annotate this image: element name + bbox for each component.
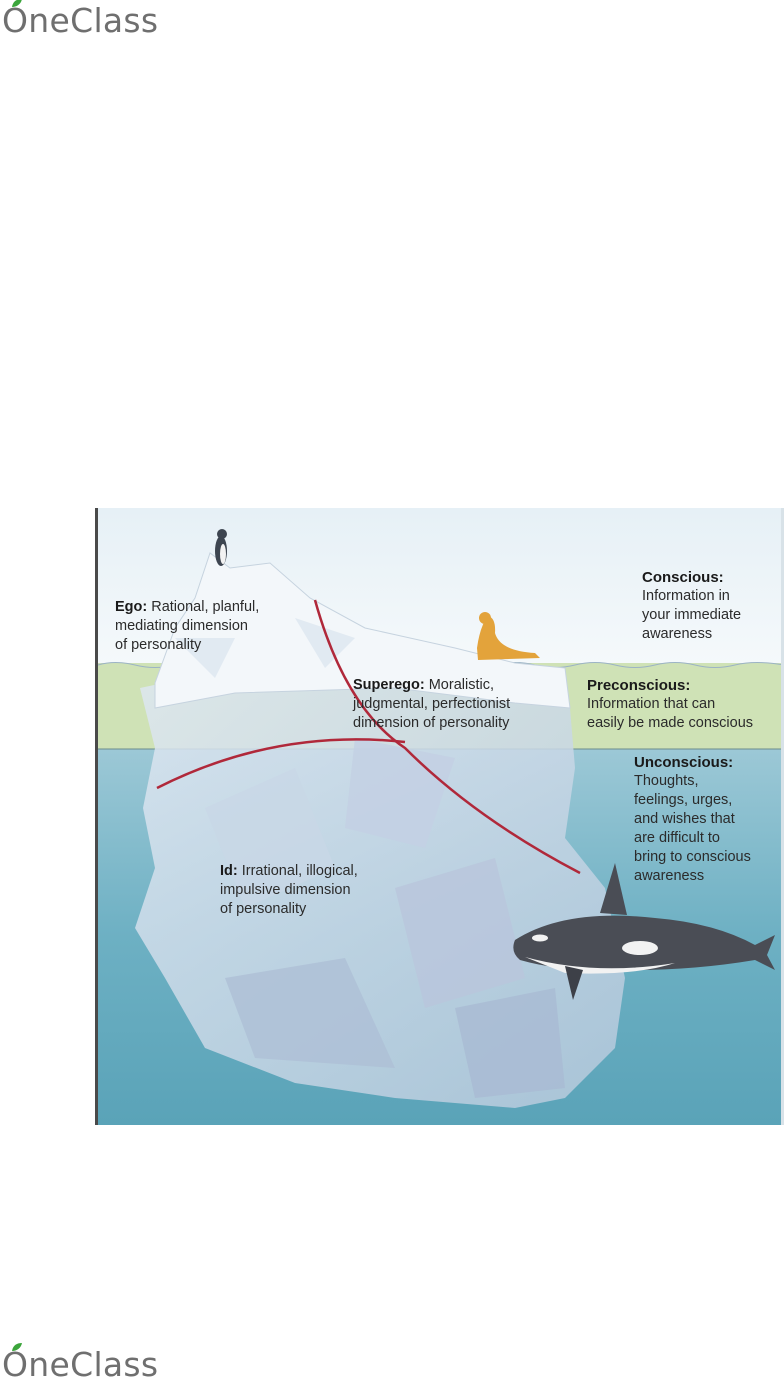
- conscious-description: Information in your immediate awareness: [642, 588, 742, 642]
- leaf-icon: [12, 1343, 22, 1351]
- logo-letter-o: O: [2, 1345, 29, 1384]
- conscious-label: Conscious: Information in your immediate…: [642, 568, 741, 644]
- superego-description: Moralistic, judgmental, perfectionist di…: [353, 677, 511, 731]
- conscious-heading: Conscious:: [642, 569, 724, 586]
- id-term: Id:: [220, 863, 238, 879]
- logo-letter-o: O: [2, 1, 29, 40]
- iceberg-illustration: [95, 508, 784, 1125]
- seal-icon: [477, 612, 540, 660]
- penguin-icon: [215, 529, 227, 566]
- unconscious-description: Thoughts, feelings, urges, and wishes th…: [634, 773, 751, 884]
- preconscious-heading: Preconscious:: [587, 677, 691, 694]
- preconscious-description: Information that can easily be made cons…: [587, 696, 754, 731]
- oneclass-logo-bottom: O neClass: [2, 1343, 159, 1384]
- ego-description: Rational, planful, mediating dimension o…: [115, 599, 260, 653]
- superego-term: Superego:: [353, 677, 425, 693]
- ego-label: Ego: Rational, planful, mediating dimens…: [115, 598, 325, 655]
- superego-label: Superego: Moralistic, judgmental, perfec…: [353, 676, 593, 733]
- orca-icon: [513, 863, 775, 1000]
- logo-text: neClass: [28, 1345, 159, 1384]
- unconscious-heading: Unconscious:: [634, 754, 734, 771]
- unconscious-label: Unconscious: Thoughts, feelings, urges, …: [634, 753, 751, 886]
- oneclass-logo-top: O neClass: [2, 0, 159, 40]
- ego-term: Ego:: [115, 599, 148, 615]
- leaf-icon: [12, 0, 22, 7]
- id-label: Id: Irrational, illogical, impulsive dim…: [220, 862, 420, 919]
- logo-text: neClass: [28, 1, 159, 40]
- preconscious-label: Preconscious: Information that can easil…: [587, 676, 753, 733]
- iceberg-diagram: Conscious: Information in your immediate…: [95, 508, 784, 1125]
- id-description: Irrational, illogical, impulsive dimensi…: [220, 863, 358, 917]
